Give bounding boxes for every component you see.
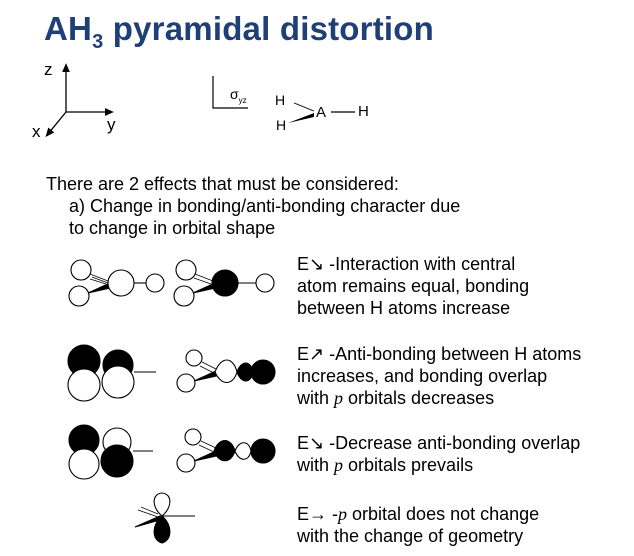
title-rest: pyramidal distortion (103, 10, 434, 47)
effect-3-line-2b: orbitals prevails (343, 455, 474, 475)
sigma-subscript: yz (238, 96, 247, 105)
energy-arrow-4: E→ (297, 504, 328, 524)
page-title: AH3 pyramidal distortion (44, 10, 434, 54)
effect-2-line-3b: orbitals decreases (343, 388, 495, 408)
effect-4-text: E→ -p orbital does not change with the c… (297, 503, 539, 547)
p-orbital-symbol: p (334, 388, 344, 408)
effect-2-line-2: increases, and bonding overlap (297, 366, 548, 386)
effect-1-line-3: between H atoms increase (297, 298, 511, 318)
orbital-diagram-row2 (67, 344, 276, 402)
intro-line-2: a) Change in bonding/anti-bonding charac… (69, 196, 461, 216)
p-orbital-symbol: p (338, 504, 348, 524)
energy-arrow-1: E↘ (297, 254, 325, 274)
x-axis-arrow (45, 111, 67, 138)
title-subscript: 3 (92, 31, 104, 53)
intro-line-3: to change in orbital shape (69, 218, 276, 238)
molecule-h-top: H (275, 92, 286, 108)
effect-3-line-2a: with (297, 455, 335, 475)
intro-line-1: There are 2 effects that must be conside… (46, 174, 399, 194)
z-axis-label: z (44, 60, 53, 79)
effect-3-line-2: with p orbitals prevails (297, 454, 580, 476)
y-axis-label: y (107, 115, 116, 134)
molecule-h-bottom: H (276, 117, 287, 133)
effect-1-line-2: atom remains equal, bonding (297, 276, 530, 296)
orbital-diagram-row4 (134, 492, 195, 544)
effect-1-line-1: -Interaction with central (329, 254, 516, 274)
ah3-molecule (288, 102, 355, 123)
orbital-diagram-row3 (68, 424, 276, 480)
effect-2-line-3a: with (297, 388, 335, 408)
effect-3-text: E↘ -Decrease anti-bonding overlap with p… (297, 432, 580, 476)
energy-arrow-2: E↗ (297, 344, 325, 364)
sigma-yz-label: σyz (230, 86, 247, 105)
effect-4-line-2: with the change of geometry (297, 526, 524, 546)
energy-arrow-3: E↘ (297, 433, 325, 453)
effect-2-line-3: with p orbitals decreases (297, 387, 581, 409)
p-orbital-symbol: p (334, 455, 344, 475)
effect-3-line-1: -Decrease anti-bonding overlap (329, 433, 581, 453)
molecule-h-right: H (358, 103, 369, 120)
coordinate-axes (45, 63, 114, 138)
effect-2-line-1: -Anti-bonding between H atoms (329, 344, 582, 364)
x-axis-label: x (32, 122, 41, 141)
effect-4-line-1a: - (327, 504, 339, 524)
sigma-symbol: σ (230, 86, 239, 102)
effect-4-line-1b: orbital does not change (347, 504, 540, 524)
effect-2-text: E↗ -Anti-bonding between H atoms increas… (297, 343, 581, 409)
effect-1-text: E↘ -Interaction with central atom remain… (297, 253, 529, 319)
orbital-diagram-row1 (68, 259, 275, 307)
title-main: AH (44, 10, 93, 47)
molecule-a: A (316, 104, 327, 121)
sigma-plane-bracket (212, 76, 248, 109)
